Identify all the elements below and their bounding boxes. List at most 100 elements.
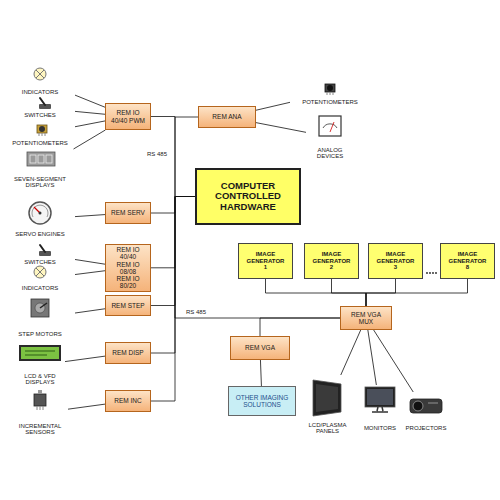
- connector-line: [74, 130, 106, 149]
- seven-segment-icon: [27, 152, 55, 166]
- device-item: ANALOG DEVICES: [306, 114, 354, 160]
- connector-line: [260, 318, 340, 336]
- bus-line: [151, 197, 195, 214]
- switch-icon: [39, 245, 51, 256]
- connector-line: [374, 330, 414, 392]
- node-label: OTHER IMAGING SOLUTIONS: [233, 394, 291, 409]
- encoder-icon: [34, 390, 46, 410]
- device-item: INDICATORS: [5, 266, 75, 292]
- connector-line: [75, 309, 105, 313]
- node-label: IMAGE GENERATOR 8: [448, 251, 487, 271]
- device-item: STEP MOTORS: [5, 298, 75, 338]
- node-label: INCREMENTAL SENSORS: [12, 423, 68, 436]
- indicator-icon: [34, 68, 46, 80]
- module-box: REM IO 40/40REM IO 08/08REM IO 80/20: [105, 244, 151, 292]
- device-item: SWITCHES: [5, 97, 75, 119]
- node-label: INDICATORS: [22, 89, 58, 96]
- switch-icon: [39, 98, 51, 109]
- image-generator-box: IMAGE GENERATOR 8: [440, 243, 495, 279]
- connector-line: [75, 271, 105, 275]
- node-label: REM IO 80/20: [108, 275, 148, 290]
- plasma-panel-icon: [313, 380, 341, 416]
- node-label: INDICATORS: [22, 285, 58, 292]
- node-label: REM IO 08/08: [108, 261, 148, 276]
- node-label: IMAGE GENERATOR 3: [376, 251, 415, 271]
- connector-line: [341, 330, 361, 375]
- device-item: POTENTIOMETERS: [290, 80, 370, 106]
- node-label: REM IO 40/40: [108, 246, 148, 261]
- device-item: LCD & VFD DISPLAYS: [15, 344, 65, 386]
- connector-line: [65, 356, 105, 361]
- projector-icon: [410, 399, 442, 413]
- node-label: SERVO ENGINES: [15, 231, 65, 238]
- node-label: REM IO 40/40 PWM: [108, 109, 148, 124]
- node-label: REM VGA MUX: [349, 311, 383, 326]
- node-label: REM DISP: [112, 349, 143, 356]
- module-box: REM VGA MUX: [340, 306, 392, 330]
- module-box: REM DISP: [105, 342, 151, 364]
- node-label: LCD/PLASMA PANELS: [305, 422, 350, 435]
- node-label: PROJECTORS: [406, 425, 447, 432]
- node-label: IMAGE GENERATOR 2: [312, 251, 351, 271]
- connector-line: [366, 279, 396, 306]
- servo-gauge-icon: [29, 202, 51, 224]
- bus-line: [151, 197, 195, 354]
- connector-line: [75, 111, 105, 114]
- bus-line: [151, 197, 195, 268]
- image-generator-box: IMAGE GENERATOR 1: [238, 243, 293, 279]
- connector-line: [256, 123, 306, 133]
- module-box: REM IO 40/40 PWM: [105, 103, 151, 130]
- node-label: REM VGA: [245, 344, 275, 351]
- module-box: REM STEP: [105, 295, 151, 316]
- potentiometer-icon: [37, 125, 47, 136]
- module-box: REM VGA: [230, 336, 290, 360]
- module-box: REM ANA: [198, 106, 256, 128]
- device-item: POTENTIOMETERS: [5, 120, 75, 147]
- device-item: SEVEN-SEGMENT DISPLAYS: [5, 149, 75, 189]
- bus-line: [151, 197, 195, 306]
- module-box: REM SERV: [105, 202, 151, 224]
- connector-line: [68, 404, 105, 409]
- node-label: POTENTIOMETERS: [12, 140, 68, 147]
- stepper-motor-icon: [31, 299, 49, 317]
- node-label: STEP MOTORS: [18, 331, 61, 338]
- device-item: INDICATORS: [5, 66, 75, 96]
- controller-box: COMPUTER CONTROLLED HARDWARE: [195, 168, 301, 225]
- device-item: PROJECTORS: [400, 392, 452, 432]
- imaging-box: OTHER IMAGING SOLUTIONS: [228, 386, 296, 416]
- node-label: REM SERV: [111, 209, 145, 216]
- potentiometer-icon: [325, 84, 335, 95]
- ellipsis-dots: [426, 272, 437, 274]
- device-item: INCREMENTAL SENSORS: [12, 390, 68, 436]
- connector-line: [368, 330, 377, 385]
- connector-line: [256, 102, 290, 110]
- bus-label: RS 485: [186, 309, 206, 315]
- node-label: SWITCHES: [24, 259, 56, 266]
- device-item: SERVO ENGINES: [5, 200, 75, 238]
- lcd-display-icon: [20, 346, 60, 360]
- device-item: SWITCHES: [5, 242, 75, 266]
- device-item: LCD/PLASMA PANELS: [305, 375, 350, 435]
- node-label: SWITCHES: [24, 112, 56, 119]
- connector-line: [332, 279, 367, 306]
- node-label: REM STEP: [111, 302, 144, 309]
- bus-line: [151, 197, 195, 402]
- node-label: LCD & VFD DISPLAYS: [15, 373, 65, 386]
- node-label: ANALOG DEVICES: [306, 147, 354, 160]
- bus-label: RS 485: [147, 151, 167, 157]
- node-label: MONITORS: [364, 425, 396, 432]
- connector-line: [366, 279, 468, 306]
- connector-line: [260, 360, 262, 386]
- node-label: REM ANA: [212, 113, 241, 120]
- connector-line: [75, 95, 105, 107]
- connector-line: [75, 259, 105, 264]
- node-label: COMPUTER CONTROLLED HARDWARE: [201, 181, 295, 213]
- connector-line: [75, 121, 105, 127]
- node-label: POTENTIOMETERS: [302, 99, 358, 106]
- node-label: IMAGE GENERATOR 1: [246, 251, 285, 271]
- module-box: REM INC: [105, 390, 151, 412]
- indicator-icon: [34, 266, 46, 278]
